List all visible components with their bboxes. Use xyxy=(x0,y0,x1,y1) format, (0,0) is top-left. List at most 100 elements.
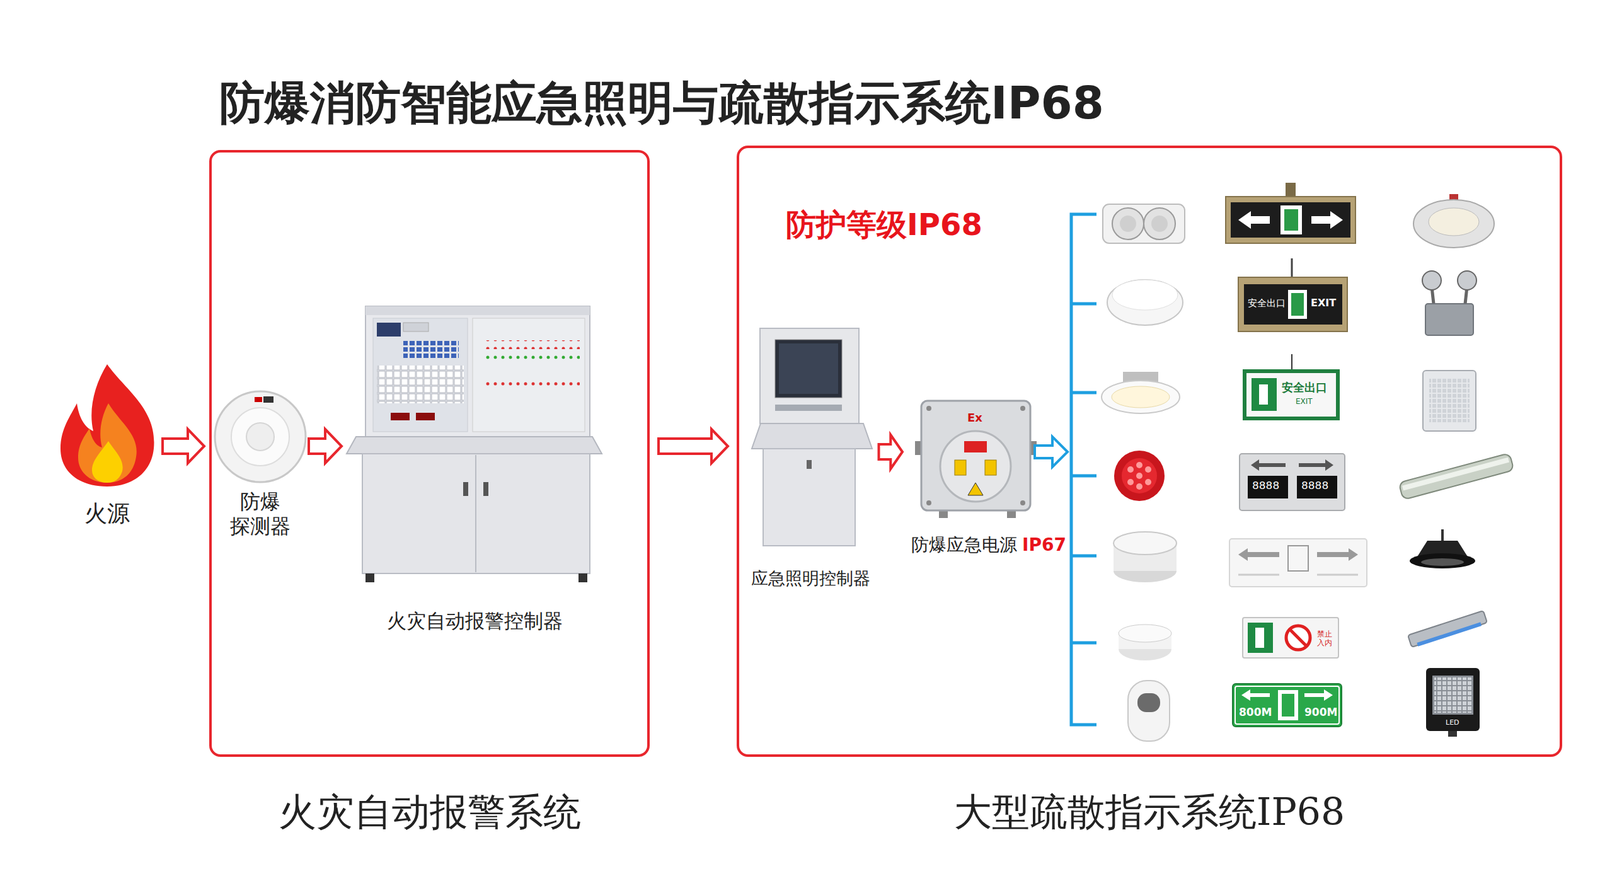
lamp-icons-part xyxy=(1151,215,1168,232)
lamp-icons-part xyxy=(1114,450,1165,501)
sign-icons-part xyxy=(1284,209,1299,231)
sign-icons-part xyxy=(1242,369,1340,421)
text-group: 火源 xyxy=(84,499,130,527)
sign-icons-part xyxy=(1247,622,1273,653)
detector-icon-part xyxy=(263,396,274,403)
fire-icon-part xyxy=(78,403,137,483)
sign-icons-part xyxy=(1230,202,1351,238)
sign-icons-part xyxy=(1241,689,1270,701)
device-label: 火灾自动报警控制器 xyxy=(386,609,563,633)
fire-icon xyxy=(60,364,154,487)
console-icon-part xyxy=(759,328,859,424)
device-label: IP67 xyxy=(1022,534,1067,556)
sign-icons-part xyxy=(1251,378,1277,411)
explosion-proof-lamp-icons-part xyxy=(1422,270,1442,290)
cabinet-icon xyxy=(346,306,602,583)
lamp-icons-part xyxy=(1112,207,1144,240)
device-node: 应急照明控制器 xyxy=(746,324,876,593)
cabinet-icon-part xyxy=(390,412,410,421)
explosion-proof-lamp-icons-part-part xyxy=(1402,457,1510,491)
device-label: 火源 xyxy=(84,499,130,527)
explosion-proof-lamp-icons-part xyxy=(1428,207,1480,236)
console-icon-part xyxy=(778,343,839,394)
power-box-icon-part xyxy=(964,441,987,453)
product-text: 安全出口 xyxy=(1247,297,1286,309)
text-group: 火灾自动报警控制器 xyxy=(386,609,563,633)
system-caption: 大型疏散指示系统IP68 xyxy=(954,788,1345,835)
flow-arrow xyxy=(308,429,342,464)
sign-icons-part xyxy=(1243,284,1343,325)
product-text: 防护等级IP68 xyxy=(785,206,983,244)
text-group: 防爆 探测器 xyxy=(228,489,293,539)
sign-icons-part xyxy=(1317,548,1359,561)
text-group: 防爆应急电源IP67 xyxy=(911,534,1067,556)
lamp-icons-part xyxy=(1127,478,1134,486)
output-arrow xyxy=(1034,436,1068,467)
sign-icons-part xyxy=(1238,277,1348,332)
distribution-bracket xyxy=(1071,214,1097,725)
console-icon-part xyxy=(751,423,873,449)
product-text: LED xyxy=(1445,718,1460,727)
sign-icons-part xyxy=(1232,683,1342,727)
explosion-proof-lamp-icons-part xyxy=(1457,270,1477,290)
cabinet-icon-part xyxy=(403,340,459,360)
device-label: 应急照明控制器 xyxy=(751,568,871,589)
sign-icons-part xyxy=(1225,196,1356,244)
power-box-icon-part xyxy=(967,482,984,496)
sign-icons-part xyxy=(1250,459,1286,471)
explosion-proof-lamp-icons-part xyxy=(1409,553,1476,569)
sign-icons-part xyxy=(1288,545,1309,571)
explosion-proof-lamp-icons-part-part xyxy=(1416,621,1482,646)
detector-icon-part xyxy=(214,391,306,483)
sign-icons-part xyxy=(1291,293,1304,316)
sign-icons-part xyxy=(1238,574,1280,576)
lamp-icons-part xyxy=(1136,483,1143,490)
sign-icons-part xyxy=(1288,289,1307,319)
lamp-icons-part xyxy=(1127,466,1134,473)
power-box-icon-part xyxy=(984,460,997,476)
text-group: 火灾自动报警系统 xyxy=(211,788,648,835)
cabinet-icon-part xyxy=(578,573,588,583)
sign-icons xyxy=(1225,182,1367,727)
explosion-proof-lamp-icons-part xyxy=(1413,199,1495,248)
flow-arrow xyxy=(162,429,205,464)
cabinet-icon-part xyxy=(376,365,464,404)
detector-icon-part xyxy=(246,422,275,451)
sign-icons-part xyxy=(1291,354,1293,370)
sign-icons-part xyxy=(1235,686,1340,725)
power-box-icon xyxy=(915,400,1037,518)
sign-icons-part xyxy=(1239,453,1345,511)
sign-icons-part xyxy=(1304,689,1333,701)
cabinet-icon-part xyxy=(365,306,590,316)
power-box-icon-part xyxy=(940,431,1011,502)
sign-icons-part xyxy=(1291,258,1294,278)
cabinet-icon-part xyxy=(376,322,401,337)
lamp-icons-part xyxy=(1145,478,1152,486)
console-icon-part xyxy=(775,404,842,411)
power-box-icon-part xyxy=(926,500,932,506)
product-text: EXIT xyxy=(1310,296,1336,309)
sign-icons-part xyxy=(1277,690,1299,721)
detector-icon-part xyxy=(231,407,290,466)
sign-icons-part xyxy=(1280,205,1302,235)
lamp-icons-part xyxy=(1137,693,1161,713)
sign-icons-part xyxy=(1238,211,1270,229)
device-node: 火灾自动报警控制器 xyxy=(345,302,604,637)
power-box-icon-part xyxy=(1020,405,1026,411)
power-box-icon-part xyxy=(938,510,948,518)
cabinet-icon-part xyxy=(485,340,580,350)
device-label: 防爆应急电源 xyxy=(911,534,1018,556)
lamp-icons-part xyxy=(1107,279,1183,326)
cabinet-icon-part xyxy=(373,318,468,432)
device-node: 火源 xyxy=(56,359,158,531)
power-box-icon-part xyxy=(926,405,932,411)
explosion-proof-lamp-icons-part xyxy=(1448,730,1457,737)
cabinet-icon-part xyxy=(365,573,375,583)
power-box-icon-part xyxy=(1020,500,1026,506)
sign-icons-part xyxy=(1247,475,1289,499)
flow-arrow xyxy=(658,429,728,464)
lamp-icons-part xyxy=(1118,624,1172,643)
product-text: 800M xyxy=(1238,705,1272,719)
lamp-icons-part xyxy=(1121,458,1157,494)
